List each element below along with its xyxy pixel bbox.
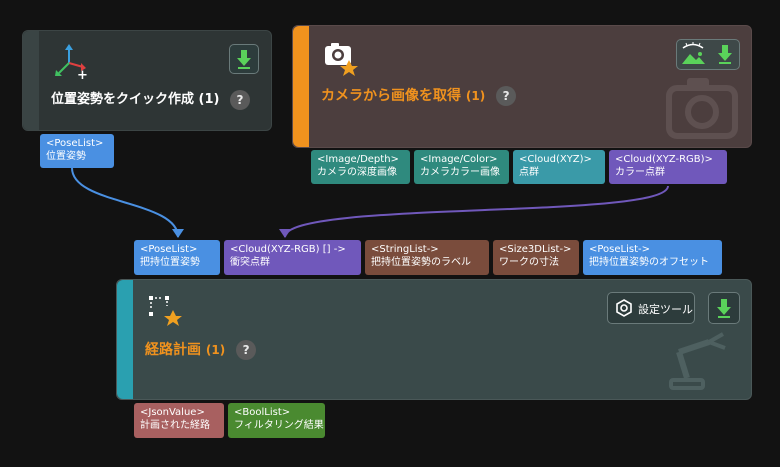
output-port-color-cloud[interactable]: <Cloud(XYZ-RGB)> カラー点群 [609,150,727,184]
port-label: 把持位置姿勢のオフセット [589,257,709,268]
wire-poselist [71,167,179,238]
node-title: カメラから画像を取得 (1) ? [321,85,517,106]
output-port-poselist[interactable]: <PoseList> 位置姿勢 [40,134,114,168]
port-label: フィルタリング結果 [234,420,324,431]
port-type: <Cloud(XYZ-RGB)> [615,154,713,165]
input-port-collision-cloud[interactable]: <Cloud(XYZ-RGB) [] -> 衝突点群 [224,240,361,275]
port-label: 把持位置姿勢のラベル [371,257,471,268]
eye-image-icon[interactable] [679,40,709,70]
port-type: <BoolList> [234,407,291,418]
output-port-depth[interactable]: <Image/Depth> カメラの深度画像 [311,150,410,184]
camera-watermark-icon [666,78,738,139]
input-port-pose-labels[interactable]: <StringList-> 把持位置姿勢のラベル [365,240,489,275]
port-type: <JsonValue> [140,407,205,418]
svg-text:+: + [77,68,88,81]
port-label: カメラカラー画像 [420,167,500,178]
download-arrow-icon [237,50,251,69]
port-label: 点群 [519,167,539,178]
download-arrow-icon [717,299,731,318]
help-button[interactable]: ? [496,86,517,106]
port-type: <PoseList-> [589,244,651,255]
preview-download-group[interactable] [676,39,740,70]
node-path-planning[interactable]: 設定ツール 経路計画 (1) ? [116,279,752,400]
settings-tool-label: 設定ツール [638,303,693,316]
input-port-workpiece-size[interactable]: <Size3DList-> ワークの寸法 [493,240,579,275]
node-title-text: 経路計画 [145,342,201,358]
node-count: (1) [198,92,220,107]
input-port-grasp-pose[interactable]: <PoseList> 把持位置姿勢 [134,240,220,275]
hexagon-gear-icon [616,299,632,317]
port-type: <PoseList> [46,138,104,149]
output-port-color[interactable]: <Image/Color> カメラカラー画像 [414,150,509,184]
node-quick-pose[interactable]: + 位置姿勢をクイック作成 (1) ? [22,30,272,131]
help-button[interactable]: ? [236,340,257,360]
node-title: 位置姿勢をクイック作成 (1) ? [51,88,251,110]
output-port-cloud[interactable]: <Cloud(XYZ)> 点群 [513,150,605,184]
port-type: <Image/Depth> [317,154,399,165]
download-button[interactable] [229,44,259,74]
node-title: 経路計画 (1) ? [145,339,257,360]
port-type: <PoseList> [140,244,198,255]
port-label: ワークの寸法 [499,257,559,268]
port-label: 衝突点群 [230,257,270,268]
download-arrow-icon[interactable] [711,40,739,70]
axes-plus-icon: + [55,44,88,81]
port-label: カラー点群 [615,167,665,178]
robot-arm-watermark-icon [669,332,726,390]
port-type: <Size3DList-> [499,244,572,255]
node-title-text: 位置姿勢をクイック作成 [51,92,195,107]
camera-icon [325,43,358,76]
port-label: カメラの深度画像 [317,167,397,178]
port-type: <Cloud(XYZ-RGB) [] -> [230,244,346,255]
node-camera-capture[interactable]: カメラから画像を取得 (1) ? [292,25,752,148]
node-strip [117,280,133,399]
settings-tool-button[interactable]: 設定ツール [607,292,695,324]
port-type: <StringList-> [371,244,439,255]
port-type: <Cloud(XYZ)> [519,154,592,165]
node-count: (1) [465,89,486,103]
node-count: (1) [205,343,226,357]
output-port-filter-result[interactable]: <BoolList> フィルタリング結果 [228,403,325,438]
port-label: 位置姿勢 [46,151,86,162]
help-button[interactable]: ? [230,89,251,110]
port-type: <Image/Color> [420,154,498,165]
node-title-text: カメラから画像を取得 [321,88,461,104]
download-button[interactable] [708,292,740,324]
wire-cloud [284,185,669,238]
node-strip [23,31,39,130]
node-strip [293,26,309,147]
wire-poselist-arrowhead [172,229,184,238]
port-label: 把持位置姿勢 [140,257,200,268]
output-port-planned-path[interactable]: <JsonValue> 計画された経路 [134,403,224,438]
path-nodes-icon [149,296,182,326]
wire-cloud-arrowhead [279,229,291,238]
port-label: 計画された経路 [140,420,210,431]
input-port-pose-offset[interactable]: <PoseList-> 把持位置姿勢のオフセット [583,240,722,275]
